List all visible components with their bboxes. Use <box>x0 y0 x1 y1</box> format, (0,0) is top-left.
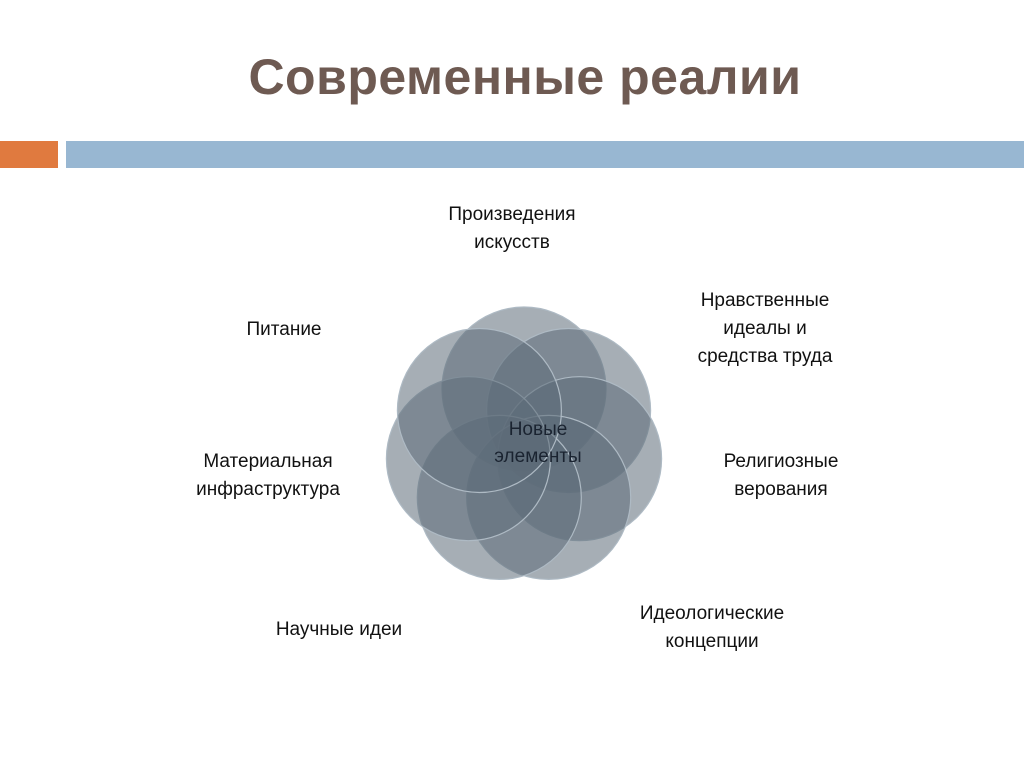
label-religious-beliefs: Религиозные верования <box>681 448 881 504</box>
label-scientific-ideas-line1: Научные идеи <box>275 619 403 640</box>
label-ideological-concepts-line2: концепции <box>665 631 759 652</box>
label-religious-beliefs-line2: верования <box>734 479 828 500</box>
label-ideological-concepts-line1: Идеологические <box>639 603 785 624</box>
label-nutrition-line1: Питание <box>246 319 322 340</box>
label-ideological-concepts: Идеологические концепции <box>612 600 812 656</box>
label-nutrition: Питание <box>184 316 384 344</box>
center-label-line1: Новые <box>508 419 568 440</box>
diagram-circle-7 <box>396 327 562 494</box>
label-infrastructure-line1: Материальная <box>203 451 333 472</box>
label-moral-ideals-line2: идеалы и <box>723 318 807 339</box>
header-divider-bar <box>66 141 1024 168</box>
label-arts: Произведения искусств <box>412 201 612 257</box>
label-infrastructure-line2: инфраструктура <box>196 479 340 500</box>
label-infrastructure: Материальная инфраструктура <box>168 448 368 504</box>
center-label-line2: элементы <box>494 446 582 467</box>
label-moral-ideals: Нравственные идеалы и средства труда <box>665 287 865 371</box>
label-scientific-ideas: Научные идеи <box>239 616 439 644</box>
slide-title: Современные реалии <box>248 49 802 105</box>
label-religious-beliefs-line1: Религиозные <box>723 451 839 472</box>
accent-bar <box>0 141 58 168</box>
label-moral-ideals-line1: Нравственные <box>700 290 830 311</box>
label-moral-ideals-line3: средства труда <box>697 346 833 367</box>
label-arts-line1: Произведения <box>448 204 576 225</box>
center-label: Новые элементы <box>478 416 598 470</box>
label-arts-line2: искусств <box>474 232 550 253</box>
